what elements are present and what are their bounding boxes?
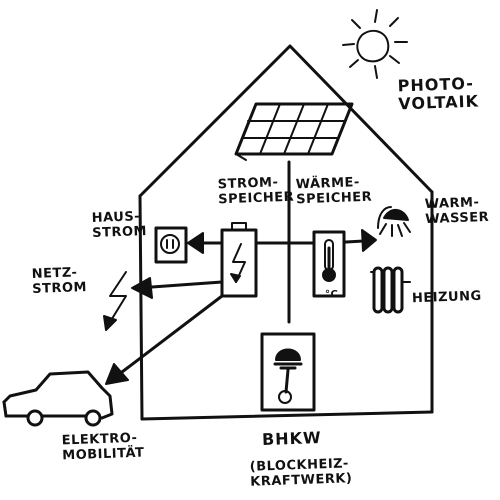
hausstrom-socket-icon <box>154 226 188 264</box>
label-elektromobilitaet: ELEKTRO- MOBILITÄT <box>62 431 145 464</box>
thermometer-unit: °C <box>325 289 339 300</box>
label-hausstrom-line2: STROM <box>92 224 148 241</box>
label-photovoltaik-line2: VOLTAIK <box>397 91 480 114</box>
label-bhkw: BHKW <box>261 427 322 450</box>
label-elektromobilitaet-line2: MOBILITÄT <box>62 445 145 464</box>
distribution-cross <box>254 160 316 324</box>
shower-warmwasser-icon <box>377 206 411 237</box>
thermometer-waermespeicher-icon <box>312 230 346 298</box>
netzstrom-lightning-icon <box>103 271 224 331</box>
radiator-heizung-icon <box>370 266 411 314</box>
arrow-to-hausstrom <box>187 232 224 254</box>
label-netzstrom: NETZ- STROM <box>31 265 87 297</box>
label-hausstrom: HAUS- STROM <box>91 209 147 241</box>
label-stromspeicher-line2: SPEICHER <box>218 189 295 208</box>
label-waermespeicher: WÄRME- SPEICHER <box>295 175 373 208</box>
sun-icon <box>342 9 408 79</box>
arrow-to-warmwasser <box>344 229 377 252</box>
label-netzstrom-line2: STROM <box>32 280 88 297</box>
bhkw-engine-icon <box>260 332 316 412</box>
arrow-to-elektromobilitaet <box>105 294 224 385</box>
label-blockheizkraftwerk: (BLOCKHEIZ- KRAFTWERK) <box>250 456 353 489</box>
battery-stromspeicher-icon <box>220 222 258 298</box>
label-photovoltaik: PHOTO- VOLTAIK <box>397 74 480 114</box>
label-waermespeicher-line2: SPEICHER <box>296 189 373 208</box>
label-warmwasser-line2: WASSER <box>425 209 490 228</box>
electric-car-icon <box>2 370 114 427</box>
label-warmwasser: WARM- WASSER <box>424 195 489 227</box>
label-heizung: HEIZUNG <box>411 288 482 307</box>
label-stromspeicher: STROM- SPEICHER <box>217 175 295 208</box>
solar-panel-icon <box>234 102 354 161</box>
house-outline <box>138 44 434 421</box>
